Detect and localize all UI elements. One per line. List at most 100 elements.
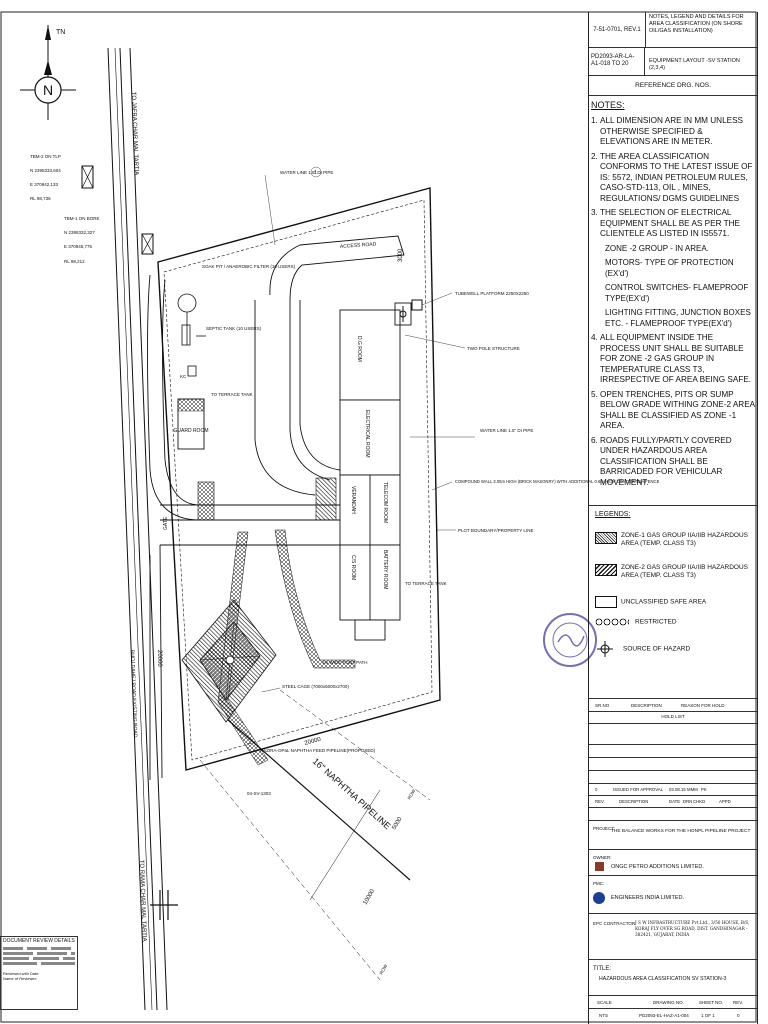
ref1-number: 7-51-0701, REV.1 xyxy=(589,12,646,48)
plot-boundary-label: PLOT BOUNDARY/PROPERTY LINE xyxy=(458,528,533,533)
source-hazard-icon xyxy=(597,641,613,657)
legend-restricted: RESTRICTED xyxy=(595,618,677,627)
verandah-label: VERANDAH xyxy=(350,486,356,514)
project-block: PROJECT: THE BALANCE WORKS FOR THE HONPL… xyxy=(589,820,757,850)
dim-10000-label: 10000 xyxy=(363,888,377,906)
footer-val-sheet: 1 OF 1 xyxy=(701,1013,715,1018)
control-building xyxy=(339,309,401,641)
sewage-label: SOAK PIT / ANAEROBIC FILTER (10 USERS) xyxy=(202,264,296,269)
footpath xyxy=(274,529,356,669)
document-review-details: DOCUMENT REVIEW DETAILS Reviewed with Da… xyxy=(0,936,78,1016)
revision-header-row: REV. DESCRIPTION DATE DRN CHKD APPD xyxy=(589,796,757,808)
pmc-text: ENGINEERS INDIA LIMITED. xyxy=(611,895,685,901)
legend-zone-2: ZONE-2 GAS GROUP IIA/IIB HAZARDOUS AREA … xyxy=(595,564,751,580)
dim-20000-label: 20000 xyxy=(304,737,322,747)
note-6: 6.ROADS FULLY/PARTLY COVERED UNDER HAZAR… xyxy=(591,435,732,487)
footpath-label: 1m WIDE FOOT PATH xyxy=(322,660,368,665)
ref1-description: NOTES, LEGEND AND DETAILS FOR AREA CLASS… xyxy=(649,14,744,34)
zone-1-swatch xyxy=(595,532,617,544)
note-3-sub-2: MOTORS- TYPE OF PROTECTION (EX'd') xyxy=(605,258,734,278)
road-end-mark xyxy=(150,890,178,920)
revision-table: 0 ISSUED FOR APPROVAL 03.08.15 MMM PK RE… xyxy=(589,732,757,808)
compound-wall xyxy=(157,187,441,771)
epc-label: EPC CONTRACTOR: xyxy=(593,921,637,926)
guard-room: GUARD ROOM xyxy=(174,398,209,450)
owner-logo xyxy=(595,862,604,871)
title-text: HAZARDOUS AREA CLASSIFICATION SV STATION… xyxy=(599,976,727,982)
tbm2-line1: TBM-2 ON TLP xyxy=(30,154,61,159)
dg-room-label: D.G ROOM xyxy=(356,336,362,362)
legend-safe-area: UNCLASSIFIED SAFE AREA xyxy=(595,596,706,608)
note-1: 1.ALL DIMENSION ARE IN MM UNLESS OTHERWI… xyxy=(591,116,744,146)
note-3-sub-1: ZONE -2 GROUP - IN AREA. xyxy=(605,243,709,253)
septic-label: SEPTIC TANK (10 USERS) xyxy=(206,326,262,331)
review-name: Name of Reviewer: xyxy=(3,976,38,981)
legends-section: LEGENDS: ZONE-1 GAS GROUP IIA/IIB HAZARD… xyxy=(589,505,757,657)
pmc-label: PMC: xyxy=(593,881,605,886)
epc-text: J S W INFRASTRUCTURE Pvt.Ltd., 3/50 HOUS… xyxy=(635,920,750,937)
water-line-right-label: WATER LINE 1.5" DI PIPE xyxy=(480,428,533,433)
pipeline-text: 16" NAPHTHA PIPELINE xyxy=(311,756,393,831)
footer-col-drawing: DRAWING NO. xyxy=(653,1000,684,1005)
footer-col-scale: SCALE xyxy=(597,1000,612,1005)
dim-5000-label: 5000 xyxy=(392,816,404,831)
svg-text:KC: KC xyxy=(180,374,187,379)
safe-area-swatch xyxy=(595,596,617,608)
water-line-top-label: WATER LINE 1.5" DI PIPE xyxy=(280,170,333,175)
electrical-room-label: ELECTRICAL ROOM xyxy=(364,410,370,458)
internal-roads xyxy=(147,235,405,780)
note-1-number: 1. xyxy=(591,116,598,125)
note-2: 2.THE AREA CLASSIFICATION CONFORMS TO TH… xyxy=(591,151,753,203)
legend-source-hazard: SOURCE OF HAZARD xyxy=(595,641,690,657)
tbm2-line4: RL 98,736 xyxy=(30,196,51,201)
owner-label: OWNER: xyxy=(593,855,612,860)
terrace-bottom-label: TO TERRACE TANK xyxy=(405,581,447,586)
project-text: THE BALANCE WORKS FOR THE HONPL PIPELINE… xyxy=(611,829,751,834)
dim-3000-label: 3000 xyxy=(398,248,404,262)
terrace-top-label: TO TERRACE TANK xyxy=(211,392,253,397)
epc-block: EPC CONTRACTOR: J S W INFRASTRUCTURE Pvt… xyxy=(589,914,757,960)
hold-col-description: DESCRIPTION xyxy=(631,703,662,708)
note-4-number: 4. xyxy=(591,333,598,342)
hold-col-srno: SR.NO xyxy=(595,703,610,708)
title-label: TITLE: xyxy=(593,966,612,972)
sheet-frame xyxy=(0,11,757,1023)
north-arrow: N TN xyxy=(20,25,76,120)
main-road xyxy=(107,47,168,1011)
gate-stripes xyxy=(197,477,337,521)
road-top-label: TO JAFRA CHAR MAL TARTIA xyxy=(130,92,139,176)
battery-room-label: BATTERY ROOM xyxy=(382,550,388,589)
sv-label: 04-SV-1303 xyxy=(247,791,271,796)
note-3-number: 3. xyxy=(591,208,598,217)
review-header: DOCUMENT REVIEW DETAILS xyxy=(3,938,75,944)
septic-system xyxy=(177,293,206,377)
steel-cage-label: STEEL CAGE (7000x5000x2700) xyxy=(282,684,349,689)
tbm2-line3: E 370942,133 xyxy=(30,182,59,187)
cs-room-label: C/S ROOM xyxy=(350,555,356,580)
note-4: 4.ALL EQUIPMENT INSIDE THE PROCESS UNIT … xyxy=(591,333,752,384)
row-bottom-label: ROW xyxy=(379,963,389,976)
footer-col-rev: REV. xyxy=(733,1000,744,1005)
gate-label: GATE xyxy=(163,516,169,530)
telecom-room-label: TELECOM ROOM xyxy=(382,482,388,523)
tubewell-platform xyxy=(394,299,423,326)
owner-text: ONGC PETRO ADDITIONS LIMITED. xyxy=(611,864,704,870)
tbm1-line1: TBM-1 ON BORE xyxy=(64,216,100,221)
row-top-label: ROW xyxy=(407,788,417,801)
dim-20000-left: 20000 xyxy=(156,650,162,667)
footer-val-rev: 0 xyxy=(737,1013,740,1018)
pmc-block: PMC: ENGINEERS INDIA LIMITED. xyxy=(589,878,757,914)
true-north-label: TN xyxy=(56,29,65,36)
water-line-callouts xyxy=(264,166,475,438)
drawing-footer: SCALE DRAWING NO. SHEET NO. REV. NTS PD2… xyxy=(589,996,757,1022)
ref2-description: EQUIPMENT LAYOUT -SV STATION (2,3,4) xyxy=(649,58,740,71)
project-label: PROJECT: xyxy=(593,826,615,831)
notes-header: NOTES: xyxy=(591,100,625,110)
steel-cage-zone xyxy=(181,531,277,766)
guard-room-label: GUARD ROOM xyxy=(174,428,209,434)
note-6-number: 6. xyxy=(591,435,598,445)
tbm1-line2: N 2395332,327 xyxy=(64,230,95,235)
notes-section: NOTES: 1.ALL DIMENSION ARE IN MM UNLESS … xyxy=(591,100,755,492)
title-field: TITLE: HAZARDOUS AREA CLASSIFICATION SV … xyxy=(589,962,757,996)
